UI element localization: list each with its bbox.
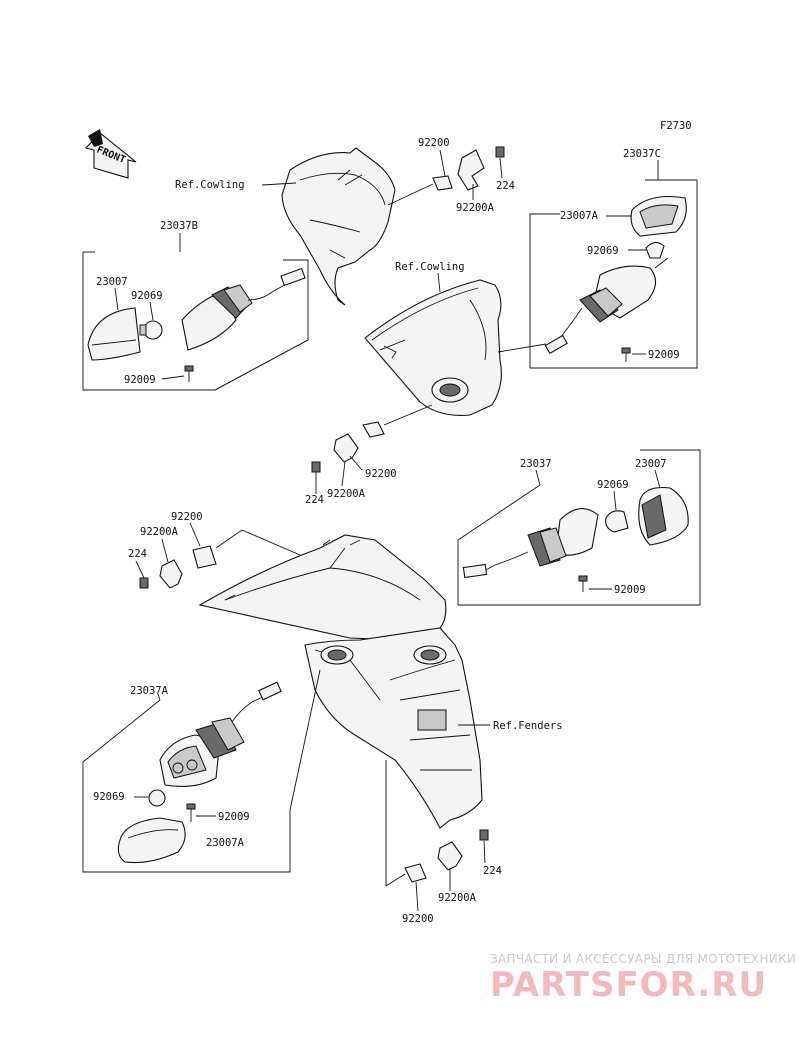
bracket-left — [139, 529, 301, 589]
label-224-top: 224 — [496, 180, 515, 192]
label-92069-r: 92069 — [597, 479, 629, 491]
ref-cowling-label-1: Ref.Cowling — [175, 179, 245, 191]
label-92009-a: 92009 — [218, 811, 250, 823]
label-23007-b: 23007 — [96, 276, 128, 288]
watermark-tagline: ЗАПЧАСТИ И АКСЕССУАРЫ ДЛЯ МОТОТЕХНИКИ — [490, 952, 796, 966]
rear-fender — [198, 534, 483, 829]
bracket-bottom — [385, 760, 489, 887]
label-92009-r: 92009 — [614, 584, 646, 596]
label-92200-left: 92200 — [171, 511, 203, 523]
group-box-23037 — [457, 449, 701, 606]
ref-fenders-label: Ref.Fenders — [493, 720, 563, 732]
bracket-mid — [311, 404, 433, 473]
label-23007A-a: 23007A — [206, 837, 245, 849]
label-224-left: 224 — [128, 548, 147, 560]
figure-code: F2730 — [660, 120, 692, 132]
label-92200A-bottom: 92200A — [438, 892, 477, 904]
upper-cowling — [281, 147, 396, 306]
label-92200-bottom: 92200 — [402, 913, 434, 925]
group-box-23037C — [529, 160, 698, 369]
label-224-mid: 224 — [305, 494, 324, 506]
bracket-top — [387, 146, 505, 206]
label-92009-b: 92009 — [124, 374, 156, 386]
label-23007-r: 23007 — [635, 458, 667, 470]
ref-cowling-label-2: Ref.Cowling — [395, 261, 465, 273]
label-92069-c: 92069 — [587, 245, 619, 257]
label-92200A-left: 92200A — [140, 526, 179, 538]
group-label-23037C: 23037C — [623, 148, 661, 160]
group-box-23037B — [82, 233, 309, 391]
group-label-23037: 23037 — [520, 458, 552, 470]
label-224-bottom: 224 — [483, 865, 502, 877]
label-92200A-mid: 92200A — [327, 488, 366, 500]
label-23007A-c: 23007A — [560, 210, 599, 222]
label-92069-a: 92069 — [93, 791, 125, 803]
middle-cowling — [364, 279, 502, 417]
label-92200-mid: 92200 — [365, 468, 397, 480]
label-92200-top: 92200 — [418, 137, 450, 149]
watermark-logo: PARTSFOR.RU — [490, 965, 767, 1005]
label-92200A-top: 92200A — [456, 202, 495, 214]
front-arrow-icon: FRONT — [84, 129, 137, 179]
label-92069-b: 92069 — [131, 290, 163, 302]
group-label-23037B: 23037B — [160, 220, 198, 232]
group-label-23037A: 23037A — [130, 685, 169, 697]
label-92009-c: 92009 — [648, 349, 680, 361]
group-box-23037A — [82, 669, 321, 873]
